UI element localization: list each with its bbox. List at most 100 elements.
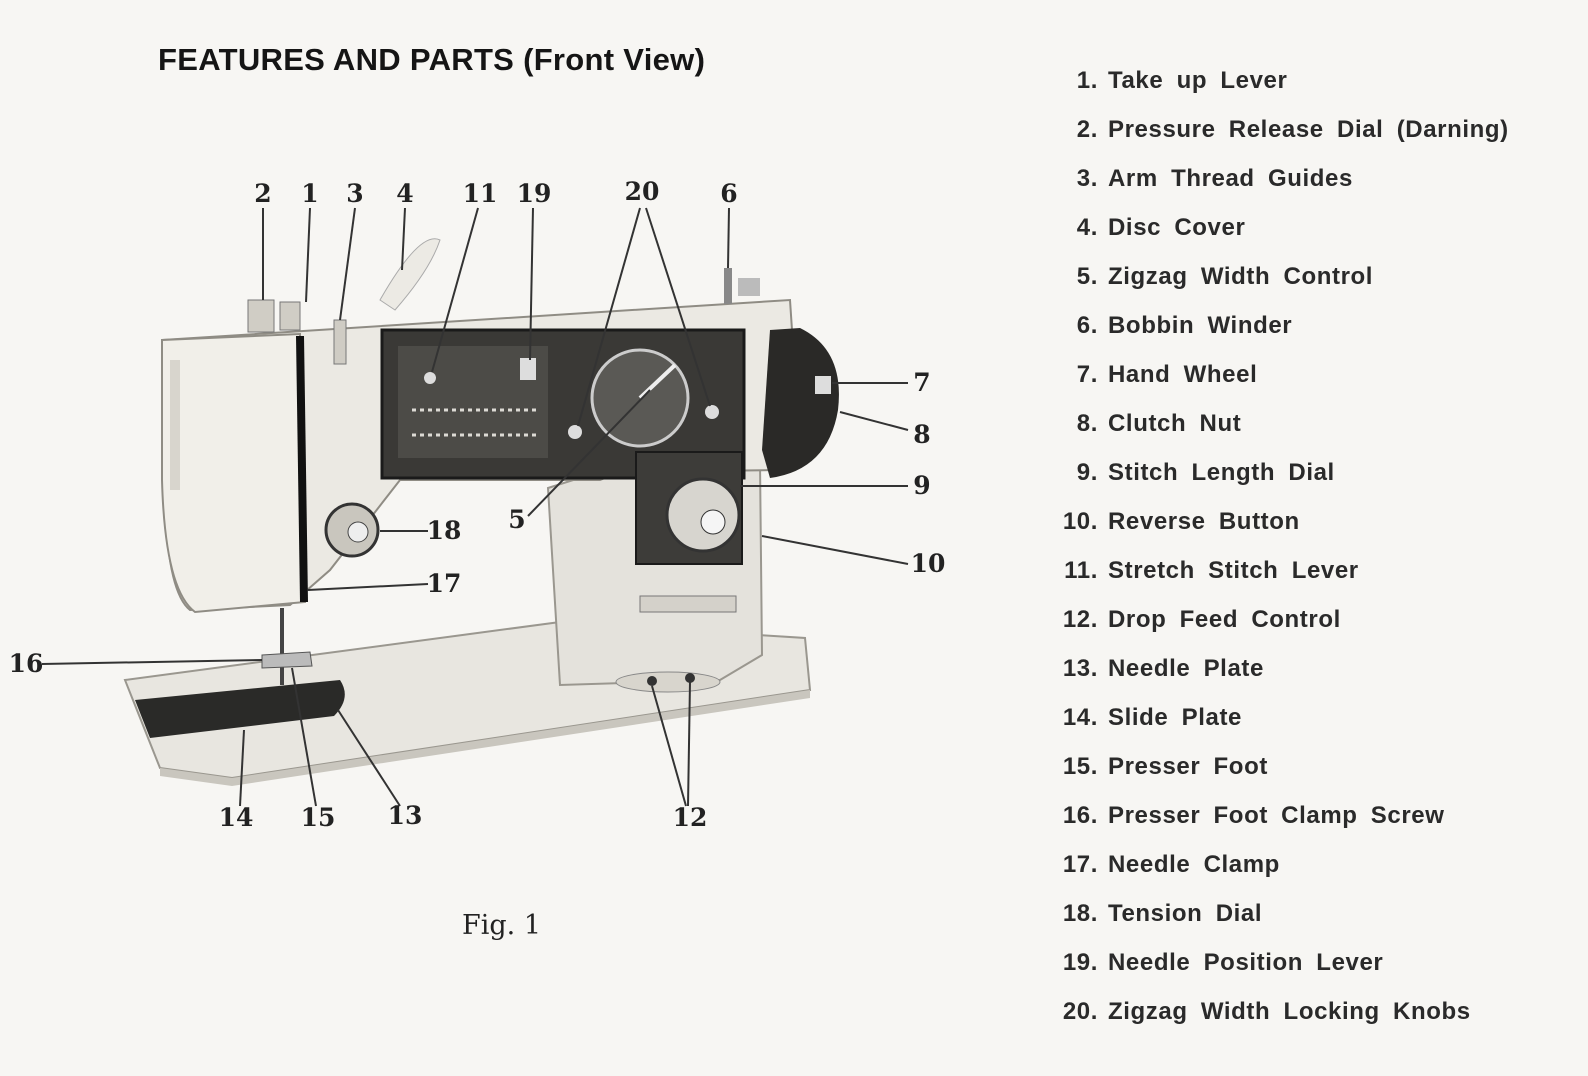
item-name: Drop Feed Control — [1108, 606, 1341, 633]
disc-cover — [379, 238, 441, 311]
item-name: Pressure Release Dial (Darning) — [1108, 116, 1509, 143]
item-number: 14. — [1062, 704, 1098, 731]
callout-5: 5 — [508, 505, 525, 534]
drop-feed-plate — [615, 671, 721, 693]
item-number: 6. — [1076, 312, 1098, 339]
locking-knob-left — [568, 425, 582, 439]
item-number: 4. — [1076, 214, 1098, 241]
take-up-lever-top — [279, 301, 301, 331]
item-name: Needle Plate — [1108, 655, 1264, 682]
item-number: 13. — [1062, 655, 1098, 682]
item-name: Reverse Button — [1108, 508, 1300, 535]
item-name: Presser Foot — [1108, 753, 1268, 780]
parts-list: 1. Take up Lever 2. Pressure Release Dial … — [1052, 56, 1572, 1036]
callout-16: 16 — [9, 649, 44, 678]
item-number: 1. — [1076, 67, 1098, 94]
zigzag-pointer — [638, 363, 677, 400]
item-name: Take up Lever — [1108, 67, 1288, 94]
list-item: 7. Hand Wheel — [1052, 350, 1572, 399]
figure-caption: Fig. 1 — [462, 910, 541, 941]
stretch-lever-knob — [424, 372, 436, 384]
callout-15: 15 — [301, 803, 336, 832]
callout-4: 4 — [396, 179, 413, 208]
clutch-nut — [815, 376, 831, 394]
drop-feed-knob-left — [647, 676, 657, 686]
list-item: 17.Needle Clamp — [1052, 840, 1572, 889]
list-item: 13. Needle Plate — [1052, 644, 1572, 693]
face-cover-edge — [296, 335, 308, 603]
page-title: FEATURES AND PARTS (Front View) — [158, 42, 706, 77]
list-item: 9. Stitch Length Dial — [1052, 448, 1572, 497]
presser-foot — [261, 651, 313, 669]
item-name: Tension Dial — [1108, 900, 1263, 927]
callout-13: 13 — [388, 801, 423, 830]
item-number: 9. — [1076, 459, 1098, 486]
tension-dial-center — [347, 521, 369, 543]
list-item: 1. Take up Lever — [1052, 56, 1572, 105]
item-name: Disc Cover — [1108, 214, 1246, 241]
thread-guide — [333, 319, 347, 365]
list-item: 19. Needle Position Lever — [1052, 938, 1572, 987]
pressure-dial — [247, 299, 275, 333]
reverse-button — [700, 509, 726, 535]
item-number: 12. — [1062, 606, 1098, 633]
leader-lines — [41, 207, 909, 807]
item-name: Needle Position Lever — [1108, 949, 1384, 976]
item-number: 19. — [1062, 949, 1098, 976]
bobbin-winder-spindle — [724, 268, 732, 304]
list-item: 14. Slide Plate — [1052, 693, 1572, 742]
item-number: 16. — [1062, 802, 1098, 829]
list-item: 16. Presser Foot Clamp Screw — [1052, 791, 1572, 840]
callout-3: 3 — [346, 179, 363, 208]
item-name: Bobbin Winder — [1108, 312, 1293, 339]
callout-12: 12 — [673, 803, 708, 832]
needle-position-lever — [520, 358, 536, 380]
bobbin-winder — [738, 278, 760, 296]
item-name: Clutch Nut — [1108, 410, 1242, 437]
callout-7: 7 — [913, 368, 930, 397]
callout-1: 1 — [301, 179, 318, 208]
machine-head — [161, 332, 307, 614]
item-name: Zigzag Width Control — [1108, 263, 1374, 290]
item-number: 10. — [1062, 508, 1098, 535]
item-name: Presser Foot Clamp Screw — [1108, 802, 1445, 829]
item-name: Hand Wheel — [1108, 361, 1258, 388]
drop-feed-knob-right — [685, 673, 695, 683]
list-item: 20.Zigzag Width Locking Knobs — [1052, 987, 1572, 1036]
callout-9: 9 — [913, 471, 930, 500]
list-item: 2. Pressure Release Dial (Darning) — [1052, 105, 1572, 154]
callout-11: 11 — [463, 179, 498, 208]
callout-6: 6 — [720, 179, 737, 208]
list-item: 11. Stretch Stitch Lever — [1052, 546, 1572, 595]
sewing-machine-figure: 2 1 3 4 11 19 20 6 7 8 9 18 5 10 17 16 1… — [0, 150, 980, 870]
item-name: Slide Plate — [1108, 704, 1242, 731]
callout-19: 19 — [517, 179, 552, 208]
item-number: 15. — [1062, 753, 1098, 780]
item-number: 11. — [1064, 557, 1098, 584]
callout-20: 20 — [625, 177, 660, 206]
item-name: Stitch Length Dial — [1108, 459, 1335, 486]
list-item: 8. Clutch Nut — [1052, 399, 1572, 448]
locking-knob-right — [705, 405, 719, 419]
callout-2: 2 — [254, 179, 271, 208]
hand-wheel — [762, 328, 839, 478]
slide-plate — [135, 680, 345, 738]
item-number: 20. — [1062, 998, 1098, 1025]
item-name: Arm Thread Guides — [1108, 165, 1353, 192]
list-item: 6. Bobbin Winder — [1052, 301, 1572, 350]
callout-17: 17 — [427, 569, 462, 598]
brand-plate — [639, 595, 737, 613]
item-number: 18. — [1062, 900, 1098, 927]
list-item: 5. Zigzag Width Control — [1052, 252, 1572, 301]
item-name: Stretch Stitch Lever — [1108, 557, 1359, 584]
item-number: 5. — [1076, 263, 1098, 290]
sewing-machine-illustration: 2 1 3 4 11 19 20 6 7 8 9 18 5 10 17 16 1… — [9, 177, 946, 832]
item-number: 2. — [1076, 116, 1098, 143]
item-name: Needle Clamp — [1108, 851, 1280, 878]
item-number: 8. — [1076, 410, 1098, 437]
callout-14: 14 — [219, 803, 254, 832]
list-item: 15. Presser Foot — [1052, 742, 1572, 791]
item-number: 7. — [1076, 361, 1098, 388]
list-item: 4. Disc Cover — [1052, 203, 1572, 252]
